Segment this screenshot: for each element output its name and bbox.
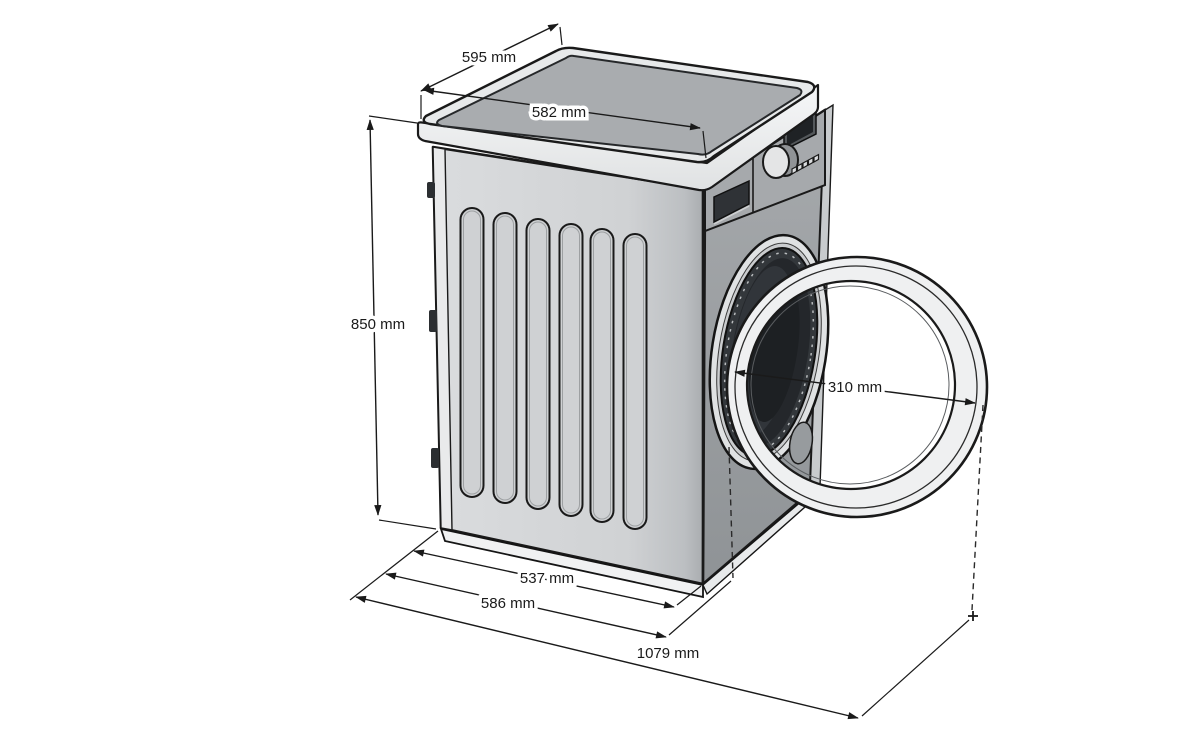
dim-label-top-width: 582 mm	[532, 104, 586, 121]
door-front-projection-dashed	[728, 446, 734, 579]
vent-slot	[525, 218, 551, 510]
hinge-marks	[427, 182, 439, 468]
dim-height-line	[366, 119, 382, 516]
dim-label-depth-open: 1079 mm	[637, 645, 700, 662]
dim-door-diameter-line	[734, 369, 976, 406]
dim-label-door-diameter: 310 mm	[828, 379, 882, 396]
vent-slot-inner-shadows	[463, 210, 644, 527]
dim-top-width-line	[423, 87, 701, 131]
worktop-rim	[416, 83, 820, 192]
dimension-lines	[355, 23, 976, 720]
door-latch-teeth	[723, 252, 815, 452]
vent-slot	[589, 228, 615, 523]
left-corner-extension	[349, 530, 439, 601]
vent-slot	[622, 233, 648, 530]
dim-depth-open-line	[355, 595, 859, 720]
dim-label-depth-closed: 586 mm	[481, 595, 535, 612]
detergent-drawer	[713, 179, 750, 225]
dim-label-base-depth: 537 mm	[520, 570, 574, 587]
floor-point-marker	[968, 611, 978, 621]
vent-slots	[459, 207, 648, 530]
vent-slot	[459, 207, 485, 498]
dimension-labels: 595 mm 582 mm 850 mm 310 mm 537 mm 586 m…	[347, 46, 885, 666]
control-panel	[704, 108, 826, 233]
vent-slot	[558, 223, 584, 517]
washing-machine	[416, 46, 834, 599]
dim-top-depth-line	[420, 23, 559, 92]
dim-label-height: 850 mm	[351, 316, 405, 333]
side-panel	[427, 145, 705, 586]
projection-lines	[349, 26, 984, 717]
dim-label-top-depth: 595 mm	[462, 49, 516, 66]
vent-slot	[492, 212, 518, 504]
filter-cap	[788, 421, 814, 465]
control-buttons	[791, 153, 820, 176]
side-left-corner-band	[432, 146, 453, 531]
program-knob	[762, 143, 799, 179]
open-door-projection-dashed	[971, 404, 984, 611]
